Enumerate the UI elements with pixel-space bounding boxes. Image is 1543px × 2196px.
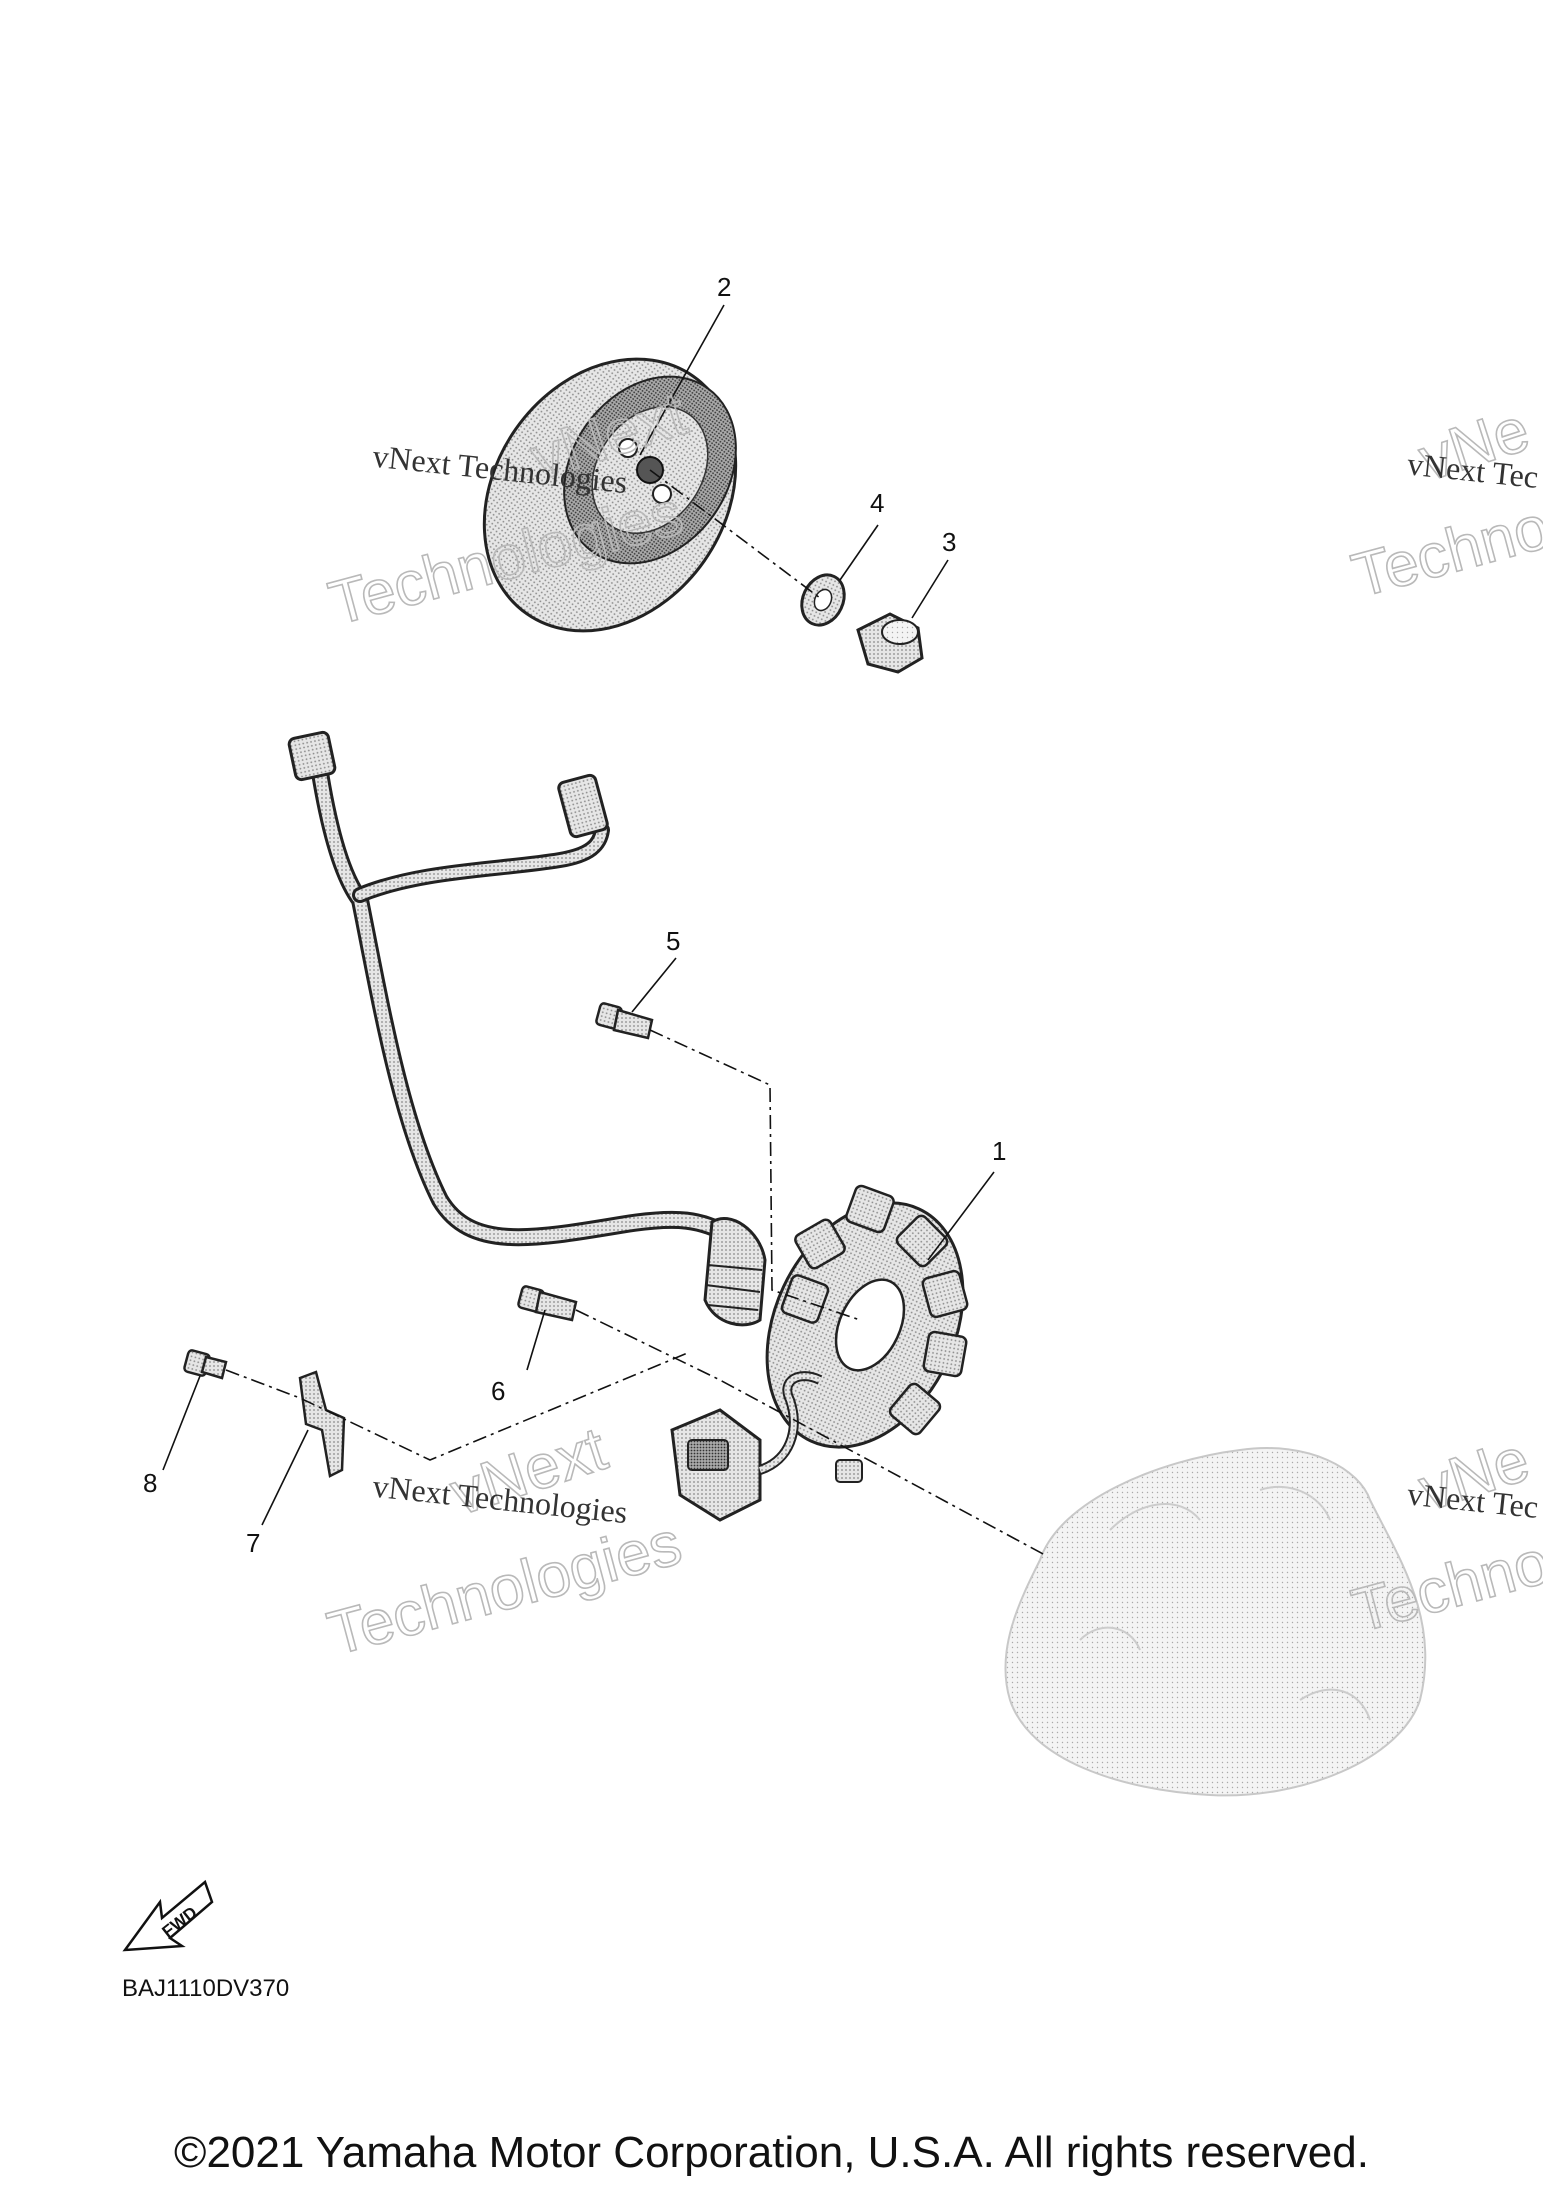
diagram-code: BAJ1110DV370 [122, 1975, 289, 2002]
callout-2: 2 [717, 272, 731, 302]
callout-1: 1 [992, 1136, 1006, 1166]
nut-part [856, 612, 924, 674]
bolt-6-part [517, 1285, 578, 1322]
bolt-5-part [595, 1002, 654, 1040]
callout-5: 5 [666, 926, 680, 956]
callout-7: 7 [246, 1528, 260, 1558]
leader-lines [162, 304, 995, 1526]
pickup-coil [670, 1371, 863, 1522]
wire-grommet [703, 1216, 767, 1327]
washer-part [800, 573, 846, 627]
fwd-arrow-icon: FWD [122, 1879, 214, 1952]
stator-part [765, 1184, 969, 1449]
svg-text:Techno: Techno [1345, 493, 1543, 611]
crankcase-cover [1004, 1447, 1427, 1797]
callout-6: 6 [491, 1376, 505, 1406]
clamp-part [298, 1370, 346, 1478]
callout-8: 8 [143, 1468, 157, 1498]
wire-harness [309, 751, 739, 1247]
connector-plug-left [287, 730, 337, 782]
screw-8-part [183, 1349, 228, 1380]
copyright-notice: ©2021 Yamaha Motor Corporation, U.S.A. A… [174, 2128, 1369, 2177]
assembly-dashed-lines [225, 469, 1046, 1556]
connector-plug-right [557, 773, 609, 839]
watermark-lower-left: vNext Technologies vNext Technologies [320, 1414, 689, 1670]
callout-4: 4 [870, 488, 884, 518]
callout-3: 3 [942, 527, 956, 557]
svg-text:Technologies: Technologies [321, 1509, 688, 1669]
watermark-upper-right: vNe Techno vNext Tec [1345, 394, 1543, 612]
